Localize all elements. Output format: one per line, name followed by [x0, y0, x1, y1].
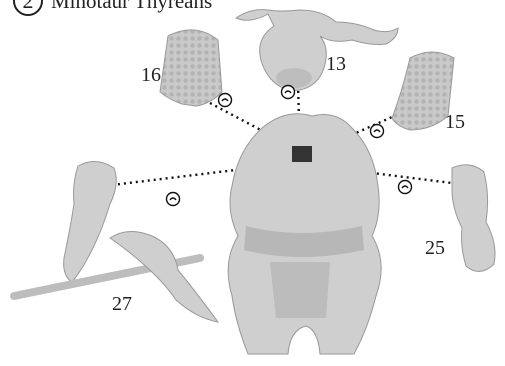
- guide-line-27: [111, 166, 253, 187]
- part-number-15: 15: [445, 111, 465, 133]
- minotaur-body: [227, 113, 382, 355]
- step-number: 2: [22, 0, 34, 13]
- part-13-bull-head: [234, 9, 399, 91]
- part-16-shoulder-pad: [159, 29, 223, 107]
- glue-drop-icon: [369, 123, 385, 139]
- part-27-arm-with-axe: [10, 161, 220, 323]
- glue-drop-icon: [165, 191, 181, 207]
- part-number-25: 25: [425, 237, 445, 259]
- glue-drop-icon: [280, 84, 296, 100]
- glue-drop-icon: [397, 179, 413, 195]
- glue-drop-icons: [165, 84, 413, 207]
- step-header: 2 Minotaur Thyreans: [0, 0, 212, 16]
- part-number-13: 13: [326, 53, 346, 75]
- part-15-shoulder-pad: [391, 51, 455, 131]
- part-number-16: 16: [141, 64, 161, 86]
- step-title: Minotaur Thyreans: [51, 0, 213, 13]
- guide-line-25: [364, 170, 453, 185]
- part-number-27: 27: [112, 293, 132, 315]
- glue-drop-icon: [217, 92, 233, 108]
- part-25-arm: [451, 164, 496, 272]
